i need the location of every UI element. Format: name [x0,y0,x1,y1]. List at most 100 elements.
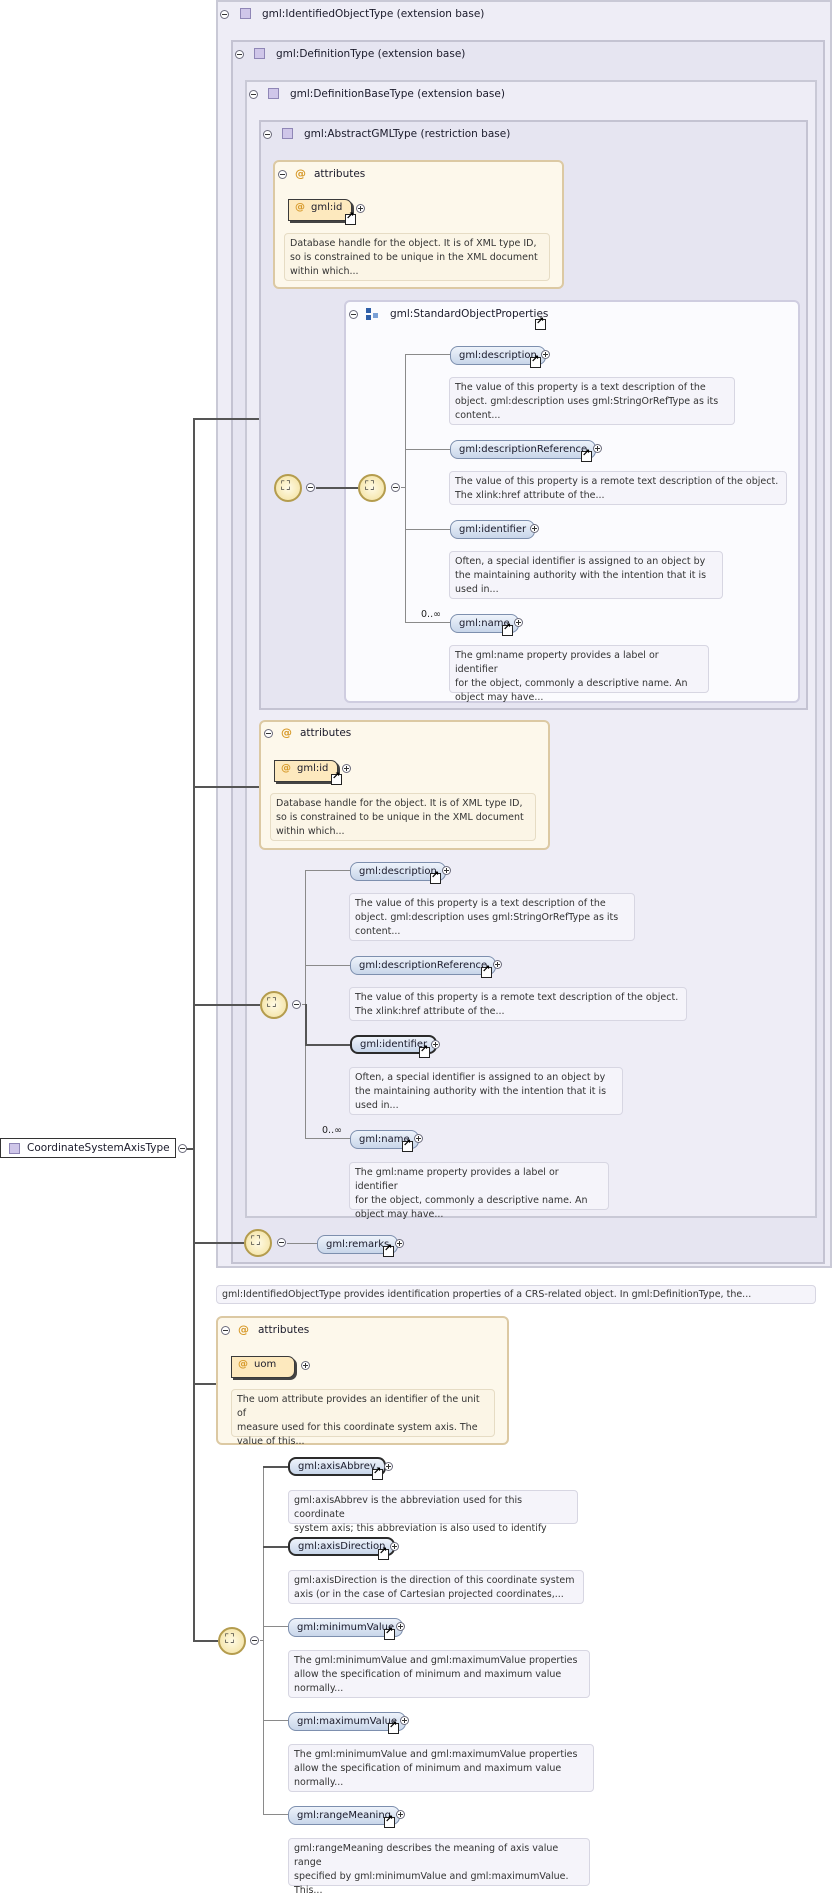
link-arrow-icon[interactable] [502,622,513,636]
expand-icon[interactable] [442,866,451,875]
collapse-icon[interactable] [220,10,229,19]
doc-line: value of this... [237,1436,305,1447]
expand-icon[interactable] [431,1040,440,1049]
expand-icon[interactable] [530,524,539,533]
element-gml-identifier[interactable]: gml:identifier [450,520,536,539]
collapse-icon[interactable] [278,170,287,179]
root-complex-type[interactable]: CoordinateSystemAxisType [0,1138,176,1158]
connector [405,354,451,355]
doc-line: Database handle for the object. It is of… [276,798,523,809]
expand-icon[interactable] [356,204,365,213]
link-arrow-icon[interactable] [481,964,492,978]
attribute-doc: Database handle for the object. It is of… [284,233,550,281]
element-gml-description-reference[interactable]: gml:descriptionReference [350,956,497,975]
link-arrow-icon[interactable] [383,1243,394,1257]
doc-line: used in... [355,1100,399,1111]
expand-icon[interactable] [342,764,351,773]
attribute-gml-id[interactable]: @gml:id [288,199,352,221]
link-arrow-icon[interactable] [388,1720,399,1734]
doc-line: Often, a special identifier is assigned … [355,1072,606,1083]
element-gml-axis-direction[interactable]: gml:axisDirection [288,1537,396,1556]
collapse-icon[interactable] [263,130,272,139]
doc-line: content... [455,410,501,421]
doc-line: specified by gml:minimumValue and gml:ma… [294,1871,569,1882]
element-doc: The gml:minimumValue and gml:maximumValu… [288,1744,594,1792]
expand-icon[interactable] [395,1239,404,1248]
collapse-icon[interactable] [249,90,258,99]
expand-icon[interactable] [396,1810,405,1819]
doc-line: gml:rangeMeaning describes the meaning o… [294,1843,559,1868]
link-arrow-icon[interactable] [419,1044,430,1058]
complex-type-icon [282,128,293,139]
link-arrow-icon[interactable] [384,1626,395,1640]
doc-line: gml:axisDirection is the direction of th… [294,1575,575,1586]
link-arrow-icon[interactable] [581,448,592,462]
connector [193,1640,218,1642]
collapse-icon[interactable] [221,1326,230,1335]
link-arrow-icon[interactable] [378,1546,389,1560]
collapse-icon[interactable] [292,1000,301,1009]
attribute-gml-id[interactable]: @gml:id [274,760,338,782]
expand-icon[interactable] [390,1542,399,1551]
collapse-icon[interactable] [306,483,315,492]
element-doc: gml:rangeMeaning describes the meaning o… [288,1838,590,1896]
root-type-name: CoordinateSystemAxisType [27,1142,170,1154]
collapse-icon[interactable] [264,729,273,738]
complex-type-icon [240,8,251,19]
doc-line: The gml:name property provides a label o… [455,650,659,675]
doc-line: for the object, commonly a descriptive n… [355,1195,588,1206]
connector [405,354,406,622]
link-arrow-icon[interactable] [402,1138,413,1152]
doc-line: so is constrained to be unique in the XM… [276,812,524,823]
attributes-label: attributes [258,1324,310,1336]
collapse-icon[interactable] [277,1238,286,1247]
element-doc: The value of this property is a text des… [349,893,635,941]
doc-line: the maintaining authority with the inten… [455,570,707,581]
element-gml-axis-abbrev[interactable]: gml:axisAbbrev [288,1457,386,1476]
collapse-icon[interactable] [349,310,358,319]
link-arrow-icon[interactable] [345,211,356,225]
expand-icon[interactable] [396,1622,405,1631]
connector [263,1814,289,1815]
collapse-icon[interactable] [235,50,244,59]
doc-line: Often, a special identifier is assigned … [455,556,706,567]
sequence-icon [244,1229,272,1257]
link-arrow-icon[interactable] [530,354,541,368]
expand-icon[interactable] [493,960,502,969]
doc-line: normally... [294,1777,344,1788]
link-arrow-icon[interactable] [430,870,441,884]
connector [305,1044,351,1046]
doc-line: content... [355,926,401,937]
doc-line: allow the specification of minimum and m… [294,1763,562,1774]
collapse-icon[interactable] [250,1636,259,1645]
group-icon [366,308,378,320]
doc-line: The gml:minimumValue and gml:maximumValu… [294,1749,578,1760]
element-gml-remarks[interactable]: gml:remarks [317,1235,399,1254]
connector [263,1466,289,1468]
collapse-icon[interactable] [178,1144,187,1153]
link-arrow-icon[interactable] [331,771,342,785]
attribute-icon: @ [281,763,291,774]
expand-icon[interactable] [400,1716,409,1725]
expand-icon[interactable] [384,1462,393,1471]
link-arrow-icon[interactable] [372,1466,383,1480]
link-arrow-icon[interactable] [384,1814,395,1828]
element-doc: The value of this property is a text des… [449,377,735,425]
connector [405,529,451,530]
doc-line: the maintaining authority with the inten… [355,1086,607,1097]
collapse-icon[interactable] [391,483,400,492]
expand-icon[interactable] [414,1134,423,1143]
expand-icon[interactable] [541,350,550,359]
attribute-uom[interactable]: @uom [231,1356,295,1378]
expand-icon[interactable] [593,444,602,453]
doc-line: The value of this property is a remote t… [355,992,679,1003]
expand-icon[interactable] [301,1361,310,1370]
doc-line: object may have... [355,1209,444,1220]
expand-icon[interactable] [514,618,523,627]
connector [316,487,358,489]
identified-object-type-title: gml:IdentifiedObjectType (extension base… [262,8,485,20]
link-arrow-icon[interactable] [535,316,546,330]
element-gml-description-reference[interactable]: gml:descriptionReference [450,440,597,459]
element-gml-description[interactable]: gml:description [350,862,446,881]
element-gml-minimum-value[interactable]: gml:minimumValue [288,1618,404,1637]
